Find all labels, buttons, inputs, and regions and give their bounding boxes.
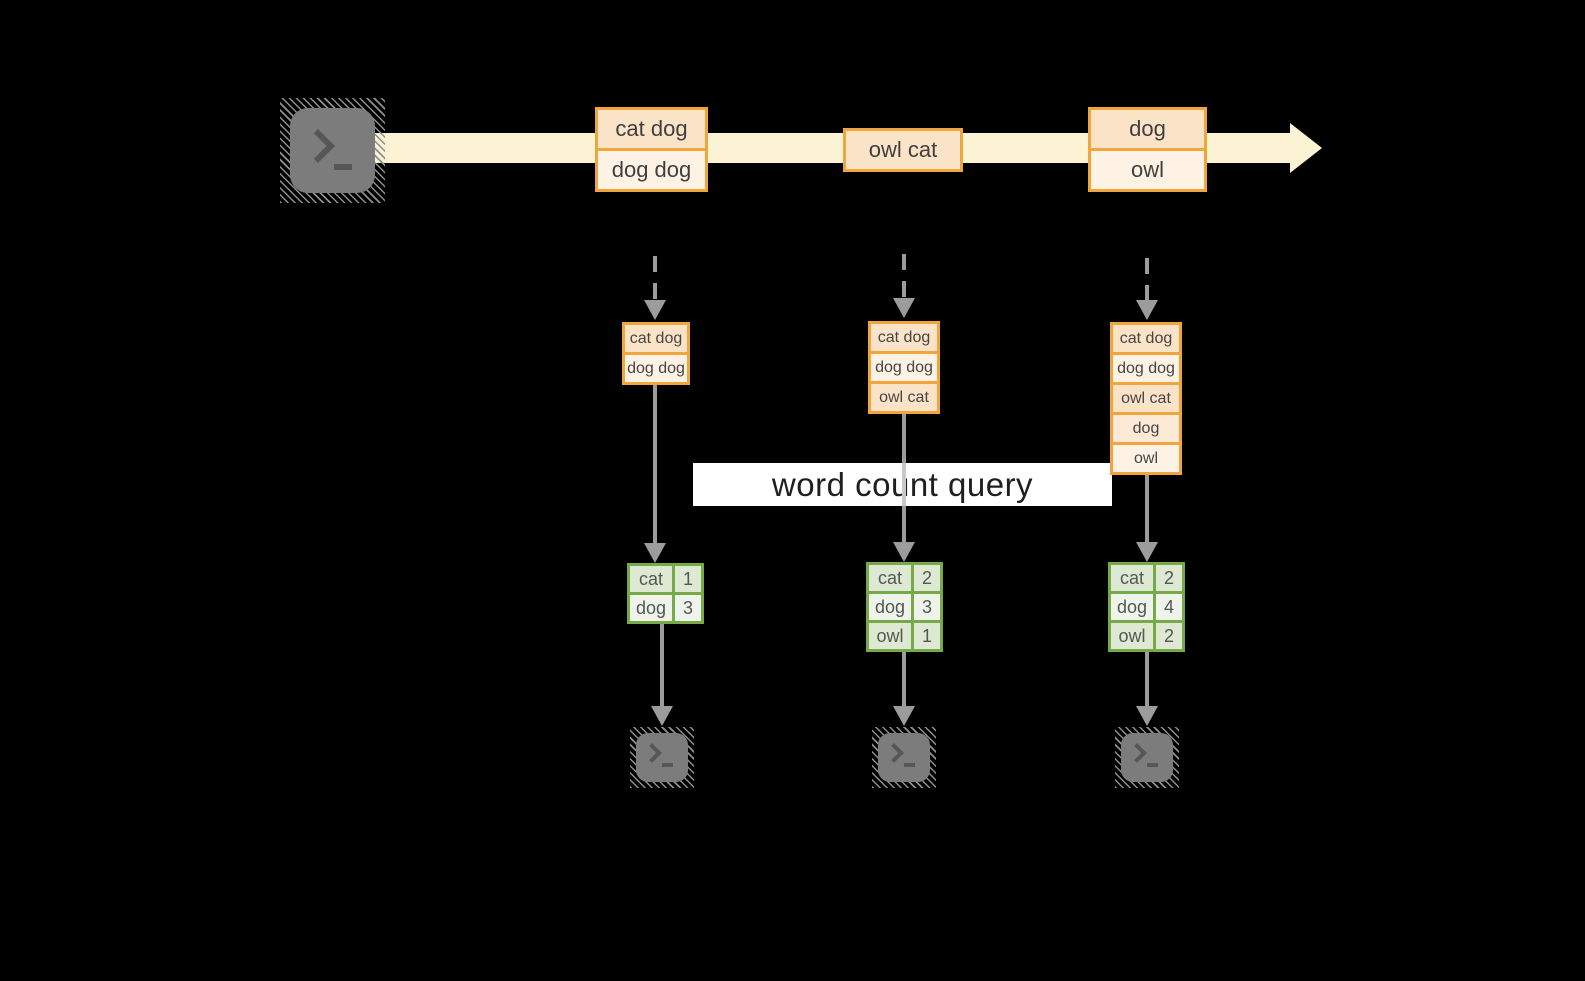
stream-arrow-head-icon	[1290, 123, 1322, 173]
stream-event: owl	[1088, 148, 1207, 192]
prompt-cursor-icon	[662, 763, 673, 767]
output-arrow-head-icon	[893, 706, 915, 726]
count-table-3: cat 2 dog 4 owl 2	[1108, 562, 1185, 652]
stream-batch-2: owl cat	[843, 128, 963, 172]
count-word-cell: cat	[630, 566, 672, 592]
state-row: cat dog	[868, 321, 940, 354]
terminal-sink-icon	[1115, 727, 1179, 788]
state-row: dog dog	[622, 352, 690, 385]
query-arrow	[653, 385, 657, 543]
query-arrow	[1145, 475, 1149, 542]
prompt-chevron-icon	[1127, 743, 1147, 763]
prompt-cursor-icon	[334, 164, 352, 170]
state-row: cat dog	[622, 322, 690, 355]
dashed-arrow	[1145, 258, 1149, 300]
output-arrow-head-icon	[1136, 706, 1158, 726]
state-table-2: cat dog dog dog owl cat	[868, 321, 940, 414]
state-table-3: cat dog dog dog owl cat dog owl	[1110, 322, 1182, 475]
state-row: dog dog	[1110, 352, 1182, 385]
count-value-cell: 4	[1156, 594, 1182, 620]
state-row: owl cat	[1110, 382, 1182, 415]
count-table-1: cat 1 dog 3	[627, 563, 704, 624]
terminal-screen	[636, 733, 688, 782]
state-row: dog dog	[868, 351, 940, 384]
count-value-cell: 1	[914, 623, 940, 649]
count-value-cell: 3	[914, 594, 940, 620]
count-word-cell: cat	[869, 565, 911, 591]
count-word-cell: owl	[1111, 623, 1153, 649]
state-row: owl cat	[868, 381, 940, 414]
count-word-cell: cat	[1111, 565, 1153, 591]
count-word-cell: owl	[869, 623, 911, 649]
query-arrow-head-icon	[893, 542, 915, 562]
dashed-arrow-head-icon	[1136, 300, 1158, 320]
stream-batch-3: dog owl	[1088, 107, 1207, 192]
dashed-arrow	[653, 256, 657, 300]
count-word-cell: dog	[630, 595, 672, 621]
state-row: dog	[1110, 412, 1182, 445]
output-arrow	[902, 652, 906, 706]
terminal-source-icon	[280, 98, 385, 203]
dashed-arrow	[902, 254, 906, 298]
terminal-sink-icon	[872, 727, 936, 788]
output-arrow	[660, 624, 664, 706]
terminal-screen	[1121, 733, 1173, 782]
count-value-cell: 1	[675, 566, 701, 592]
output-arrow	[1145, 652, 1149, 706]
terminal-screen	[878, 733, 930, 782]
state-row: owl	[1110, 442, 1182, 475]
terminal-screen	[290, 108, 375, 193]
query-arrow-over-banner	[902, 463, 906, 506]
stream-batch-1: cat dog dog dog	[595, 107, 708, 192]
query-arrow-head-icon	[1136, 542, 1158, 562]
count-table-2: cat 2 dog 3 owl 1	[866, 562, 943, 652]
stream-event: dog dog	[595, 148, 708, 192]
state-row: cat dog	[1110, 322, 1182, 355]
terminal-sink-icon	[630, 727, 694, 788]
count-value-cell: 3	[675, 595, 701, 621]
count-word-cell: dog	[869, 594, 911, 620]
count-word-cell: dog	[1111, 594, 1153, 620]
stream-event: dog	[1088, 107, 1207, 151]
prompt-cursor-icon	[1147, 763, 1158, 767]
prompt-chevron-icon	[642, 743, 662, 763]
dashed-arrow-head-icon	[893, 298, 915, 318]
state-table-1: cat dog dog dog	[622, 322, 690, 385]
dashed-arrow-head-icon	[644, 300, 666, 320]
output-arrow-head-icon	[651, 706, 673, 726]
count-value-cell: 2	[1156, 623, 1182, 649]
count-value-cell: 2	[1156, 565, 1182, 591]
stream-event: owl cat	[843, 128, 963, 172]
query-arrow-head-icon	[644, 543, 666, 563]
prompt-cursor-icon	[904, 763, 915, 767]
count-value-cell: 2	[914, 565, 940, 591]
prompt-chevron-icon	[884, 743, 904, 763]
prompt-chevron-icon	[301, 129, 335, 163]
stream-event: cat dog	[595, 107, 708, 151]
